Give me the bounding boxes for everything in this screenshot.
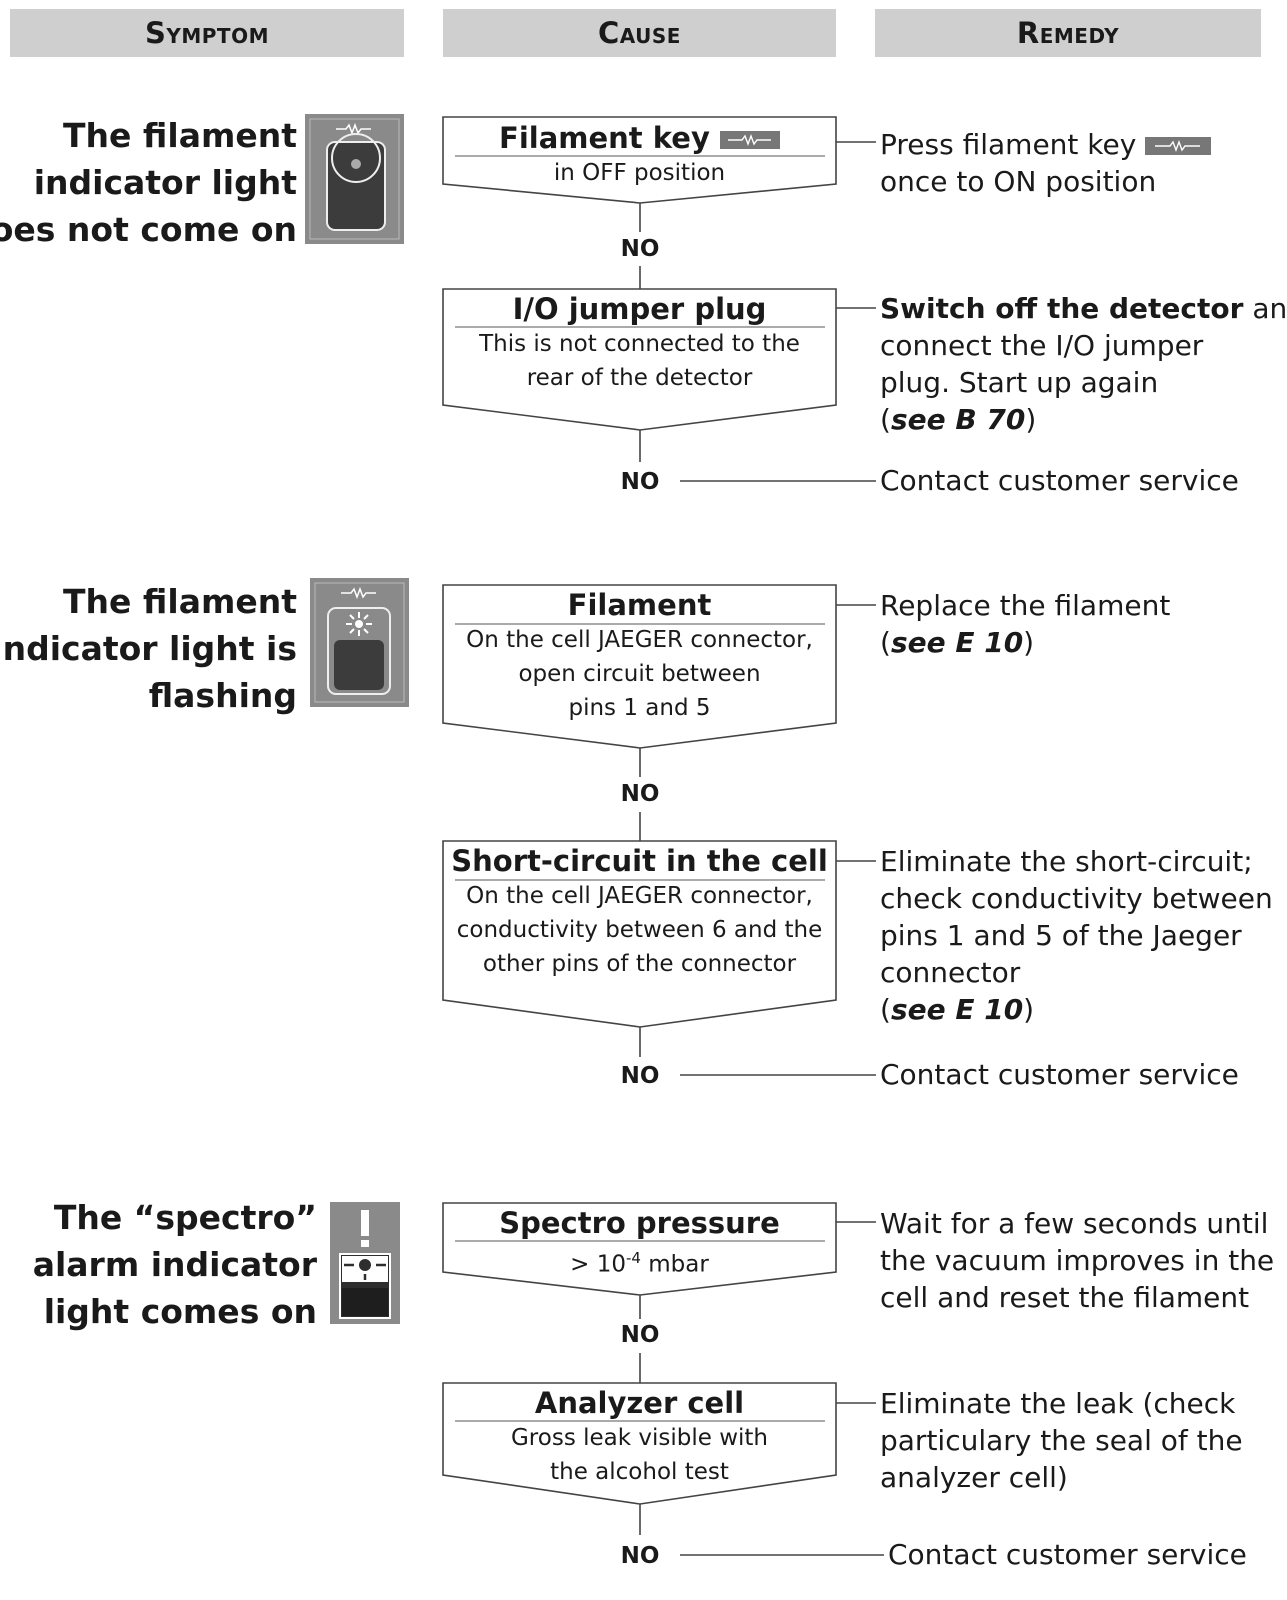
filament-key-symbol — [1145, 137, 1212, 155]
remedy-wait-vacuum: Wait for a few seconds until the vacuum … — [880, 1205, 1274, 1316]
cause-detail: On the cell JAEGER connector, — [466, 883, 813, 909]
header-cause: Cause — [443, 9, 836, 57]
remedy-text: connector — [880, 956, 1021, 989]
symptom-spectro-alarm: The “spectro” alarm indicator light come… — [33, 1194, 317, 1335]
remedy-contact-service: Contact customer service — [880, 1058, 1239, 1091]
cause-detail: On the cell JAEGER connector, — [466, 627, 813, 653]
symptom-line: The “spectro” — [53, 1198, 317, 1237]
no-label: NO — [620, 469, 660, 495]
cause-detail: in OFF position — [553, 160, 726, 186]
cause-detail: conductivity between 6 and the — [456, 917, 823, 943]
remedy-text: Wait for a few seconds until — [880, 1207, 1269, 1240]
symptom-filament-flashing: The filament indicator light is flashing — [0, 578, 297, 719]
symptom-line: flashing — [148, 676, 297, 715]
remedy-eliminate-short-circuit: Eliminate the short-circuit; check condu… — [880, 845, 1273, 1026]
symptom-line: The filament — [63, 116, 297, 155]
symptom-line: light comes on — [43, 1292, 317, 1331]
symptom-line: does not come on — [0, 210, 297, 249]
remedy-emphasis: Switch off the detector — [880, 292, 1244, 325]
remedy-contact-service: Contact customer service — [880, 464, 1239, 497]
cause-title: Short-circuit in the cell — [451, 844, 828, 878]
remedy-text: analyzer cell) — [880, 1461, 1068, 1494]
remedy-reference: see E 10 — [890, 993, 1024, 1026]
remedy-text: Eliminate the short-circuit; — [880, 845, 1253, 878]
decision-box-short-circuit — [442, 840, 837, 1028]
symptom-line: The filament — [63, 582, 297, 621]
filament-key-symbol — [719, 131, 780, 149]
no-label: NO — [620, 1322, 660, 1348]
decision-box-io-jumper — [442, 288, 837, 431]
cause-detail: This is not connected to the — [479, 331, 800, 357]
remedy-connect-jumper: Switch off the detector and connect the … — [880, 290, 1287, 438]
remedy-text: particulary the seal of the — [880, 1424, 1243, 1457]
remedy-reference: see B 70 — [890, 403, 1026, 436]
cause-analyzer-cell: Analyzer cell Gross leak visible with th… — [443, 1385, 836, 1489]
indicator-light-flashing-icon — [310, 578, 409, 707]
remedy-text: the vacuum improves in the — [880, 1244, 1275, 1277]
pressure-exponent: -4 — [626, 1249, 641, 1267]
cause-title: Spectro pressure — [499, 1206, 780, 1240]
header-remedy: Remedy — [875, 9, 1261, 57]
no-label: NO — [620, 1063, 660, 1089]
no-label: NO — [620, 1543, 660, 1569]
pressure-unit: mbar — [640, 1251, 709, 1278]
remedy-text: Replace the filament — [880, 589, 1171, 622]
remedy-text: cell and reset the filament — [880, 1281, 1250, 1314]
remedy-text: check conductivity between — [880, 882, 1273, 915]
cause-filament: Filament On the cell JAEGER connector, o… — [443, 587, 836, 725]
remedy-press-filament-key: Press filament key once to ON position — [880, 126, 1212, 200]
remedy-text: once to ON position — [880, 165, 1157, 198]
cause-detail: Gross leak visible with — [510, 1425, 768, 1451]
remedy-text: Press filament key — [880, 128, 1137, 161]
decision-box-filament — [442, 584, 837, 749]
decision-box-spectro-pressure — [442, 1202, 837, 1296]
cause-spectro-pressure: Spectro pressure > 10-4 mbar — [443, 1205, 836, 1282]
remedy-text: connect the I/O jumper — [880, 329, 1204, 362]
symptom-line: alarm indicator — [32, 1245, 317, 1284]
remedy-reference: see E 10 — [890, 626, 1024, 659]
indicator-light-off-icon — [305, 114, 404, 244]
header-symptom: Symptom — [10, 9, 404, 57]
remedy-eliminate-leak: Eliminate the leak (check particulary th… — [880, 1385, 1243, 1496]
remedy-contact-service: Contact customer service — [888, 1538, 1247, 1571]
symptom-line: indicator light — [33, 163, 297, 202]
remedy-text: and — [1252, 292, 1287, 325]
cause-detail: pins 1 and 5 — [568, 695, 711, 721]
spectro-alarm-icon — [330, 1202, 400, 1324]
symptom-line: indicator light is — [0, 629, 297, 668]
cause-title: Filament — [567, 588, 712, 622]
remedy-text: pins 1 and 5 of the Jaeger — [880, 919, 1242, 952]
cause-detail: the alcohol test — [550, 1459, 729, 1485]
remedy-text: plug. Start up again — [880, 366, 1159, 399]
cause-title: Analyzer cell — [534, 1386, 745, 1420]
cause-title: Filament key — [499, 121, 710, 155]
cause-detail: other pins of the connector — [482, 951, 797, 977]
cause-io-jumper-plug: I/O jumper plug This is not connected to… — [443, 291, 836, 395]
pressure-value: > 10 — [570, 1251, 626, 1278]
cause-filament-key: Filament key in OFF position — [443, 120, 836, 190]
cause-detail: rear of the detector — [526, 365, 753, 391]
no-label: NO — [620, 236, 660, 262]
no-label: NO — [620, 781, 660, 807]
cause-title: I/O jumper plug — [512, 292, 767, 326]
cause-short-circuit: Short-circuit in the cell On the cell JA… — [443, 843, 836, 981]
cause-detail: open circuit between — [518, 661, 761, 687]
remedy-text: Eliminate the leak (check — [880, 1387, 1236, 1420]
cause-detail: > 10-4 mbar — [443, 1241, 836, 1282]
decision-box-analyzer-cell — [442, 1382, 837, 1505]
symptom-filament-off: The filament indicator light does not co… — [0, 112, 297, 253]
remedy-replace-filament: Replace the filament (see E 10) — [880, 589, 1171, 659]
